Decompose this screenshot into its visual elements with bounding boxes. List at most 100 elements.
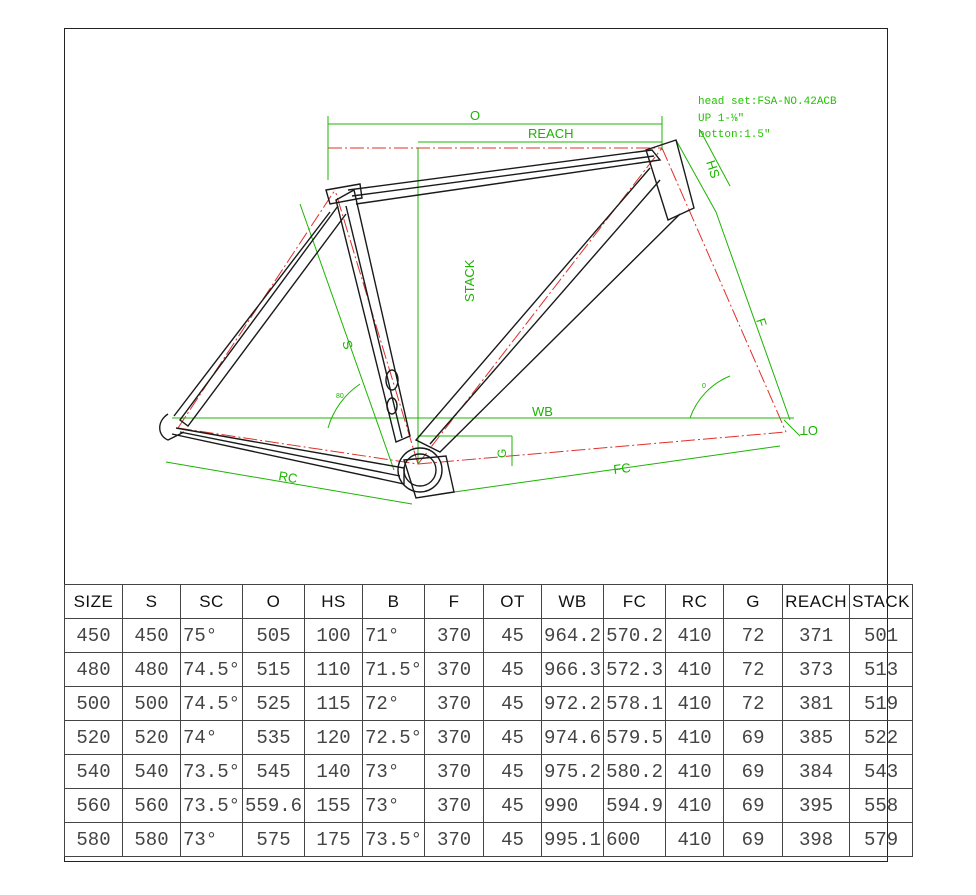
table-cell: 370 bbox=[424, 754, 485, 789]
table-cell: 572.3 bbox=[603, 652, 667, 687]
table-header-cell: WB bbox=[541, 584, 605, 619]
table-cell: 410 bbox=[665, 652, 725, 687]
table-cell: 74° bbox=[179, 720, 244, 755]
table-cell: 974.6 bbox=[541, 720, 605, 755]
table-cell: 990 bbox=[541, 788, 605, 823]
table-cell: 579 bbox=[849, 822, 914, 857]
label-head-angle: 0 bbox=[702, 383, 706, 390]
table-cell: 410 bbox=[665, 788, 725, 823]
table-cell: 570.2 bbox=[603, 618, 667, 653]
table-cell: 520 bbox=[122, 720, 181, 755]
label-g: G bbox=[495, 449, 509, 458]
table-cell: 384 bbox=[782, 754, 851, 789]
table-cell: 975.2 bbox=[541, 754, 605, 789]
table-cell: 540 bbox=[122, 754, 181, 789]
table-cell: 75° bbox=[179, 618, 244, 653]
table-cell: 500 bbox=[64, 686, 123, 721]
table-cell: 45 bbox=[483, 822, 543, 857]
table-cell: 543 bbox=[849, 754, 914, 789]
table-cell: 525 bbox=[242, 686, 306, 721]
centerlines bbox=[177, 147, 787, 465]
table-cell: 72 bbox=[723, 618, 784, 653]
table-cell: 540 bbox=[64, 754, 123, 789]
table-cell: 73° bbox=[362, 788, 426, 823]
table-cell: 100 bbox=[304, 618, 364, 653]
table-cell: 73.5° bbox=[362, 822, 426, 857]
label-fc: FC bbox=[613, 460, 632, 477]
table-cell: 381 bbox=[782, 686, 851, 721]
table-cell: 370 bbox=[424, 788, 485, 823]
table-cell: 966.3 bbox=[541, 652, 605, 687]
bike-frame bbox=[159, 139, 695, 499]
table-cell: 560 bbox=[122, 788, 181, 823]
label-reach: REACH bbox=[528, 126, 574, 141]
table-cell: 69 bbox=[723, 754, 784, 789]
table-cell: 450 bbox=[64, 618, 123, 653]
table-cell: 522 bbox=[849, 720, 914, 755]
label-stack: STACK bbox=[462, 259, 477, 302]
table-cell: 535 bbox=[242, 720, 306, 755]
table-cell: 140 bbox=[304, 754, 364, 789]
table-cell: 73° bbox=[362, 754, 426, 789]
table-cell: 578.1 bbox=[603, 686, 667, 721]
table-cell: 370 bbox=[424, 652, 485, 687]
table-cell: 594.9 bbox=[603, 788, 667, 823]
table-cell: 600 bbox=[603, 822, 667, 857]
table-header-cell: B bbox=[362, 584, 426, 619]
table-cell: 71° bbox=[362, 618, 426, 653]
table-header-cell: OT bbox=[483, 584, 543, 619]
table-cell: 410 bbox=[665, 720, 725, 755]
table-cell: 560 bbox=[64, 788, 123, 823]
table-cell: 545 bbox=[242, 754, 306, 789]
table-cell: 558 bbox=[849, 788, 914, 823]
table-cell: 45 bbox=[483, 788, 543, 823]
table-cell: 69 bbox=[723, 720, 784, 755]
table-cell: 72° bbox=[362, 686, 426, 721]
label-wb: WB bbox=[532, 404, 553, 419]
table-cell: 72 bbox=[723, 652, 784, 687]
table-cell: 580.2 bbox=[603, 754, 667, 789]
table-cell: 74.5° bbox=[179, 686, 244, 721]
table-cell: 972.2 bbox=[541, 686, 605, 721]
table-cell: 45 bbox=[483, 686, 543, 721]
table-cell: 73° bbox=[179, 822, 244, 857]
table-cell: 410 bbox=[665, 686, 725, 721]
table-cell: 559.6 bbox=[242, 788, 306, 823]
table-cell: 45 bbox=[483, 754, 543, 789]
note-headset: head set:FSA-NO.42ACB bbox=[698, 96, 837, 108]
table-cell: 45 bbox=[483, 652, 543, 687]
table-header-cell: RC bbox=[665, 584, 725, 619]
table-cell: 45 bbox=[483, 618, 543, 653]
table-header-cell: F bbox=[424, 584, 485, 619]
table-cell: 964.2 bbox=[541, 618, 605, 653]
table-cell: 995.1 bbox=[541, 822, 605, 857]
table-header-cell: S bbox=[122, 584, 181, 619]
table-cell: 513 bbox=[849, 652, 914, 687]
table-header-cell: STACK bbox=[849, 584, 914, 619]
frame-geometry-drawing: O REACH STACK HS F S WB G RC FC OT 80 0 … bbox=[159, 96, 837, 505]
label-hs: HS bbox=[703, 158, 723, 180]
table-cell: 580 bbox=[64, 822, 123, 857]
table-header-cell: REACH bbox=[782, 584, 851, 619]
table-cell: 515 bbox=[242, 652, 306, 687]
table-cell: 69 bbox=[723, 822, 784, 857]
table-cell: 501 bbox=[849, 618, 914, 653]
table-cell: 370 bbox=[424, 618, 485, 653]
table-cell: 73.5° bbox=[179, 754, 244, 789]
table-cell: 69 bbox=[723, 788, 784, 823]
label-ot: OT bbox=[800, 423, 818, 438]
table-cell: 520 bbox=[64, 720, 123, 755]
table-header-cell: G bbox=[723, 584, 784, 619]
table-cell: 370 bbox=[424, 822, 485, 857]
label-o: O bbox=[470, 108, 480, 123]
dimension-lines bbox=[165, 116, 801, 505]
table-cell: 72.5° bbox=[362, 720, 426, 755]
label-s: S bbox=[339, 338, 356, 351]
